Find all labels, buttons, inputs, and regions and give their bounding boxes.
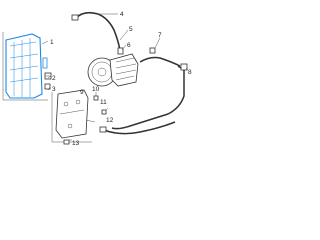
compressor[interactable] (87, 53, 139, 87)
callout-9: 9 (80, 89, 84, 96)
group-bracket (2, 32, 48, 101)
callout-11: 11 (100, 99, 107, 106)
mounting-bracket[interactable] (55, 89, 89, 139)
callout-5: 5 (129, 26, 133, 33)
leader-lines (41, 13, 189, 141)
callout-7: 7 (158, 32, 162, 39)
callout-13: 13 (72, 140, 80, 147)
fastener-11[interactable] (93, 95, 99, 101)
callout-10: 10 (92, 86, 100, 93)
callout-4: 4 (120, 11, 124, 18)
upper-hose[interactable] (71, 11, 124, 55)
callout-3: 3 (52, 86, 56, 93)
group-bracket-lower (51, 92, 92, 143)
parts-diagram: 1 2 3 4 5 6 7 8 9 10 11 12 13 (2, 11, 192, 147)
callout-8: 8 (188, 69, 192, 76)
callout-6: 6 (127, 42, 131, 49)
callout-1: 1 (50, 39, 54, 46)
right-line[interactable] (111, 47, 188, 130)
fastener-13[interactable] (63, 139, 70, 145)
fitting-3[interactable] (44, 83, 51, 90)
callout-2: 2 (52, 75, 56, 82)
highlighted-part-receiver[interactable] (5, 33, 48, 99)
fastener-12[interactable] (101, 109, 107, 115)
lower-pipe[interactable] (99, 121, 176, 135)
callout-12: 12 (106, 117, 114, 124)
fitting-2[interactable] (44, 72, 52, 80)
